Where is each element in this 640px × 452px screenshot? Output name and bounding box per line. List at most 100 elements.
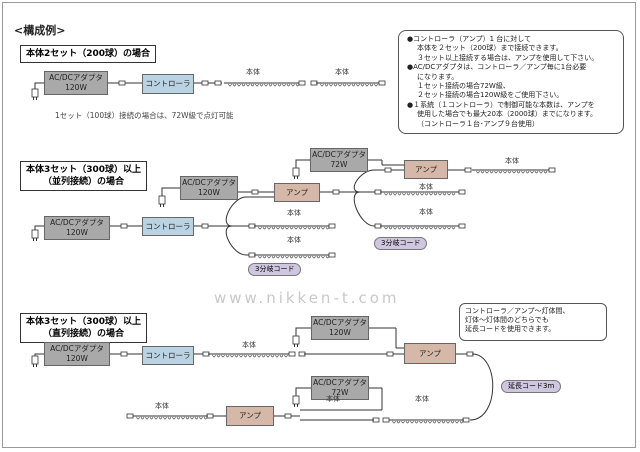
connector: [284, 413, 292, 419]
extension-cord-callout: コントローラ／アンプ～灯体間、 灯体～灯体間のどちらでも 延長コードを使用できま…: [459, 303, 607, 341]
cable: [34, 353, 44, 356]
led-bulb-icon: [530, 170, 534, 174]
led-bulb-icon: [262, 226, 267, 230]
led-bulb-icon: [277, 83, 282, 87]
led-bulb-icon: [442, 192, 447, 196]
led-bulb-icon: [342, 83, 347, 87]
connector: [251, 189, 259, 195]
controller-box: コントローラ: [142, 346, 194, 365]
adapter-label: AC/DCアダプタ: [312, 150, 366, 159]
led-bulb-icon: [455, 420, 459, 424]
body-label: 本体: [415, 395, 429, 403]
amp-box: アンプ: [274, 183, 320, 202]
ac-dc-adapter: AC/DCアダプタ 72W: [310, 148, 368, 172]
power-plug-icon: [292, 395, 300, 405]
led-bulb-icon: [388, 226, 393, 230]
led-bulb-icon: [286, 83, 291, 87]
led-bulb-icon: [410, 420, 414, 424]
led-bulb-icon: [270, 354, 275, 358]
connector: [120, 351, 128, 357]
adapter-label: AC/DCアダプタ: [50, 218, 104, 227]
led-bulb-icon: [262, 255, 267, 259]
connector: [378, 80, 386, 86]
led-bulb-icon: [259, 83, 264, 87]
led-bulb-icon: [234, 354, 239, 358]
body-label: 本体: [155, 402, 169, 410]
led-bulb-icon: [384, 192, 388, 196]
cable: [34, 82, 44, 89]
led-bulb-icon: [228, 83, 232, 87]
watermark: www.nikken-t.com: [214, 289, 400, 307]
callout-line: 延長コードを使用できます。: [465, 325, 556, 333]
cable: [225, 196, 247, 227]
led-bulb-icon: [154, 416, 158, 420]
note-line: 使用した場合でも最大20本（2000球）までになります。: [417, 110, 598, 119]
led-bulb-icon: [295, 83, 300, 87]
split-cord-label: 3分岐コード: [374, 237, 428, 250]
ac-dc-adapter: AC/DCアダプタ 72W: [311, 376, 369, 400]
body-label: 本体: [287, 209, 301, 217]
led-bulb-icon: [424, 226, 429, 230]
led-bulb-icon: [303, 226, 307, 230]
callout-line: コントローラ／アンプ～灯体間、: [465, 307, 570, 315]
led-bulb-icon: [396, 420, 401, 424]
note-line: １セット接続の場合72W級、: [417, 82, 510, 91]
connector: [288, 351, 296, 357]
led-bulb-icon: [447, 226, 451, 230]
section3-title-line1: 本体3セット（300球）以上: [26, 317, 142, 327]
led-bulb-icon: [333, 83, 338, 87]
power-plug-icon: [292, 335, 300, 345]
led-bulb-icon: [316, 226, 321, 230]
led-bulb-icon: [280, 226, 285, 230]
led-bulb-icon: [190, 416, 194, 420]
led-bulb-icon: [406, 192, 411, 196]
led-bulb-icon: [420, 192, 424, 196]
adapter-label: AC/DCアダプタ: [313, 378, 367, 387]
connector: [328, 223, 336, 229]
led-bulb-icon: [294, 255, 298, 259]
led-bulb-icon: [267, 226, 271, 230]
led-bulb-icon: [140, 416, 145, 420]
led-bulb-icon: [307, 255, 312, 259]
led-bulb-icon: [194, 416, 199, 420]
adapter-wattage: 120W: [66, 354, 88, 363]
adapter-label: AC/DCアダプタ: [182, 178, 236, 187]
led-bulb-icon: [158, 416, 163, 420]
led-bulb-icon: [276, 226, 280, 230]
led-bulb-icon: [266, 354, 270, 358]
led-bulb-icon: [225, 354, 230, 358]
led-bulb-icon: [415, 192, 420, 196]
power-plug-icon: [31, 355, 39, 365]
led-bulb-icon: [365, 83, 369, 87]
led-bulb-icon: [411, 226, 415, 230]
led-bulb-icon: [289, 226, 294, 230]
led-bulb-icon: [438, 226, 442, 230]
connector: [214, 80, 222, 86]
led-bulb-icon: [176, 416, 181, 420]
led-bulb-icon: [329, 83, 333, 87]
led-bulb-icon: [271, 255, 276, 259]
led-bulb-icon: [282, 83, 286, 87]
led-bulb-icon: [248, 354, 252, 358]
led-bulb-icon: [480, 170, 485, 174]
led-bulb-icon: [279, 354, 284, 358]
led-bulb-icon: [534, 170, 539, 174]
led-bulb-icon: [369, 83, 374, 87]
led-bulb-icon: [252, 354, 257, 358]
led-bulb-icon: [136, 416, 140, 420]
led-bulb-icon: [255, 83, 259, 87]
led-bulb-icon: [250, 83, 255, 87]
led-bulb-icon: [451, 226, 456, 230]
led-bulb-icon: [451, 192, 456, 196]
led-bulb-icon: [485, 170, 489, 174]
section3-title-line2: （直列接続）の場合: [43, 329, 125, 339]
led-bulb-icon: [415, 226, 420, 230]
notes-box: ●コントローラ（アンプ）1 台に対して 本体を２セット（200球）まで接続できま…: [398, 30, 624, 134]
led-bulb-icon: [325, 226, 330, 230]
led-bulb-icon: [149, 416, 154, 420]
led-bulb-icon: [275, 354, 279, 358]
body-label: 本体: [419, 208, 433, 216]
led-bulb-icon: [420, 226, 424, 230]
led-bulb-icon: [230, 354, 234, 358]
